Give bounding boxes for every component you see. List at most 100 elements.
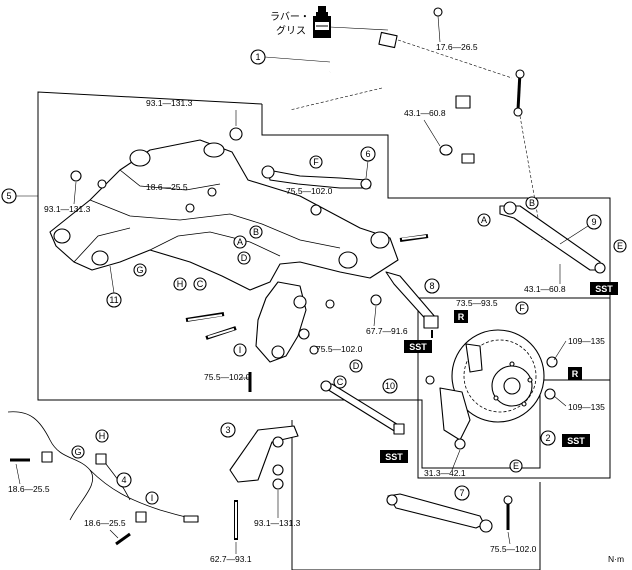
svg-text:R: R [458,312,465,322]
marker-I2: I [145,491,159,505]
trailing-link-arm [499,201,606,274]
hub-group-frame [417,297,611,479]
svg-text:F: F [519,303,525,313]
callout-5: 5 [1,188,17,204]
marker-I1: I [233,343,247,357]
torque-t3: 43.1—60.8 [404,108,446,118]
svg-text:7: 7 [459,488,464,498]
marker-D2: D [349,359,363,373]
parking-brake-cable [7,411,199,546]
torque-t1: 17.6—26.5 [436,42,478,52]
marker-B2: B [525,196,539,210]
sst-badge-3: SST [562,434,590,447]
marker-C1: C [193,277,207,291]
svg-text:E: E [617,241,623,251]
svg-text:E: E [513,461,519,471]
torque-t10: 67.7—91.6 [366,326,408,336]
torque-t8: 73.5—93.5 [456,298,498,308]
svg-text:A: A [237,237,243,247]
callout-1: 1 [250,49,266,65]
svg-text:H: H [99,431,106,441]
unit-label: N·m [608,554,624,564]
svg-text:SST: SST [409,342,427,352]
svg-text:I: I [239,345,242,355]
svg-text:11: 11 [109,295,118,305]
svg-text:10: 10 [385,381,395,391]
upper-arm [261,165,372,190]
grease-label-line1: ラバー・ [270,11,310,23]
svg-text:C: C [337,377,344,387]
torque-t2: 93.1—131.3 [146,98,193,108]
callout-7: 7 [454,485,470,501]
sst-badge-4: SST [380,450,408,463]
torque-t18: 62.7—93.1 [210,554,252,564]
svg-text:H: H [177,279,184,289]
torque-t11: 75.5—102.0 [316,344,363,354]
marker-A2: A [477,213,491,227]
svg-text:C: C [197,279,204,289]
torque-t5: 93.1—131.3 [44,204,91,214]
sst-badge-1: SST [590,282,618,295]
rear-knuckle [255,281,307,363]
torque-t14: 31.3—42.1 [424,468,466,478]
marker-D1: D [237,251,251,265]
callout-3: 3 [220,422,236,438]
svg-text:R: R [572,369,579,379]
svg-text:6: 6 [365,149,370,159]
marker-B1: B [249,225,263,239]
callout-8: 8 [424,278,440,294]
svg-text:A: A [481,215,487,225]
torque-t7: 43.1—60.8 [524,284,566,294]
marker-H2: H [95,429,109,443]
svg-text:9: 9 [591,217,596,227]
torque-t16: 18.6—25.5 [84,518,126,528]
grease-label-line2: グリス [276,24,306,37]
svg-text:4: 4 [121,475,126,485]
torque-t4: 18.6—25.5 [146,182,188,192]
marker-G2: G [71,445,85,459]
sst-badge-5: R [454,310,468,323]
marker-C2: C [333,375,347,389]
mount-bolts [185,204,429,392]
bracket-3 [229,425,299,540]
rubber-grease-tube-icon [313,6,331,38]
marker-F1: F [309,155,323,169]
marker-A1: A [233,235,247,249]
callout-10: 10 [382,378,398,394]
torque-t19: 75.5—102.0 [490,544,537,554]
svg-text:G: G [136,265,143,275]
lateral-link [385,271,439,338]
svg-text:I: I [151,493,154,503]
svg-text:3: 3 [225,425,230,435]
svg-text:2: 2 [545,433,550,443]
wheel-hub-assembly [425,329,558,450]
svg-text:5: 5 [6,191,11,201]
callout-2: 2 [540,430,556,446]
sst-badge-2: SST [404,340,432,353]
svg-text:SST: SST [385,452,403,462]
callout-4: 4 [116,472,132,488]
stabilizer-bushing [439,144,475,164]
torque-t15: 18.6—25.5 [8,484,50,494]
torque-t12: 75.5—102.0 [204,372,251,382]
svg-text:D: D [241,253,248,263]
svg-text:B: B [253,227,259,237]
r-badge-2: R [568,367,582,380]
svg-text:SST: SST [595,284,613,294]
callout-6: 6 [360,146,376,162]
svg-text:F: F [313,157,319,167]
lower-arm-group-frame [291,420,541,570]
rear-crossmember [49,127,399,291]
marker-E1: E [613,239,627,253]
svg-text:B: B [529,198,535,208]
svg-text:8: 8 [429,281,434,291]
marker-E2: E [509,459,523,473]
torque-t17: 93.1—131.3 [254,518,301,528]
lower-link-10 [320,380,405,435]
svg-text:D: D [353,361,360,371]
marker-H1: H [173,277,187,291]
torque-t13: 109—135 [568,402,605,412]
marker-F2: F [515,301,529,315]
